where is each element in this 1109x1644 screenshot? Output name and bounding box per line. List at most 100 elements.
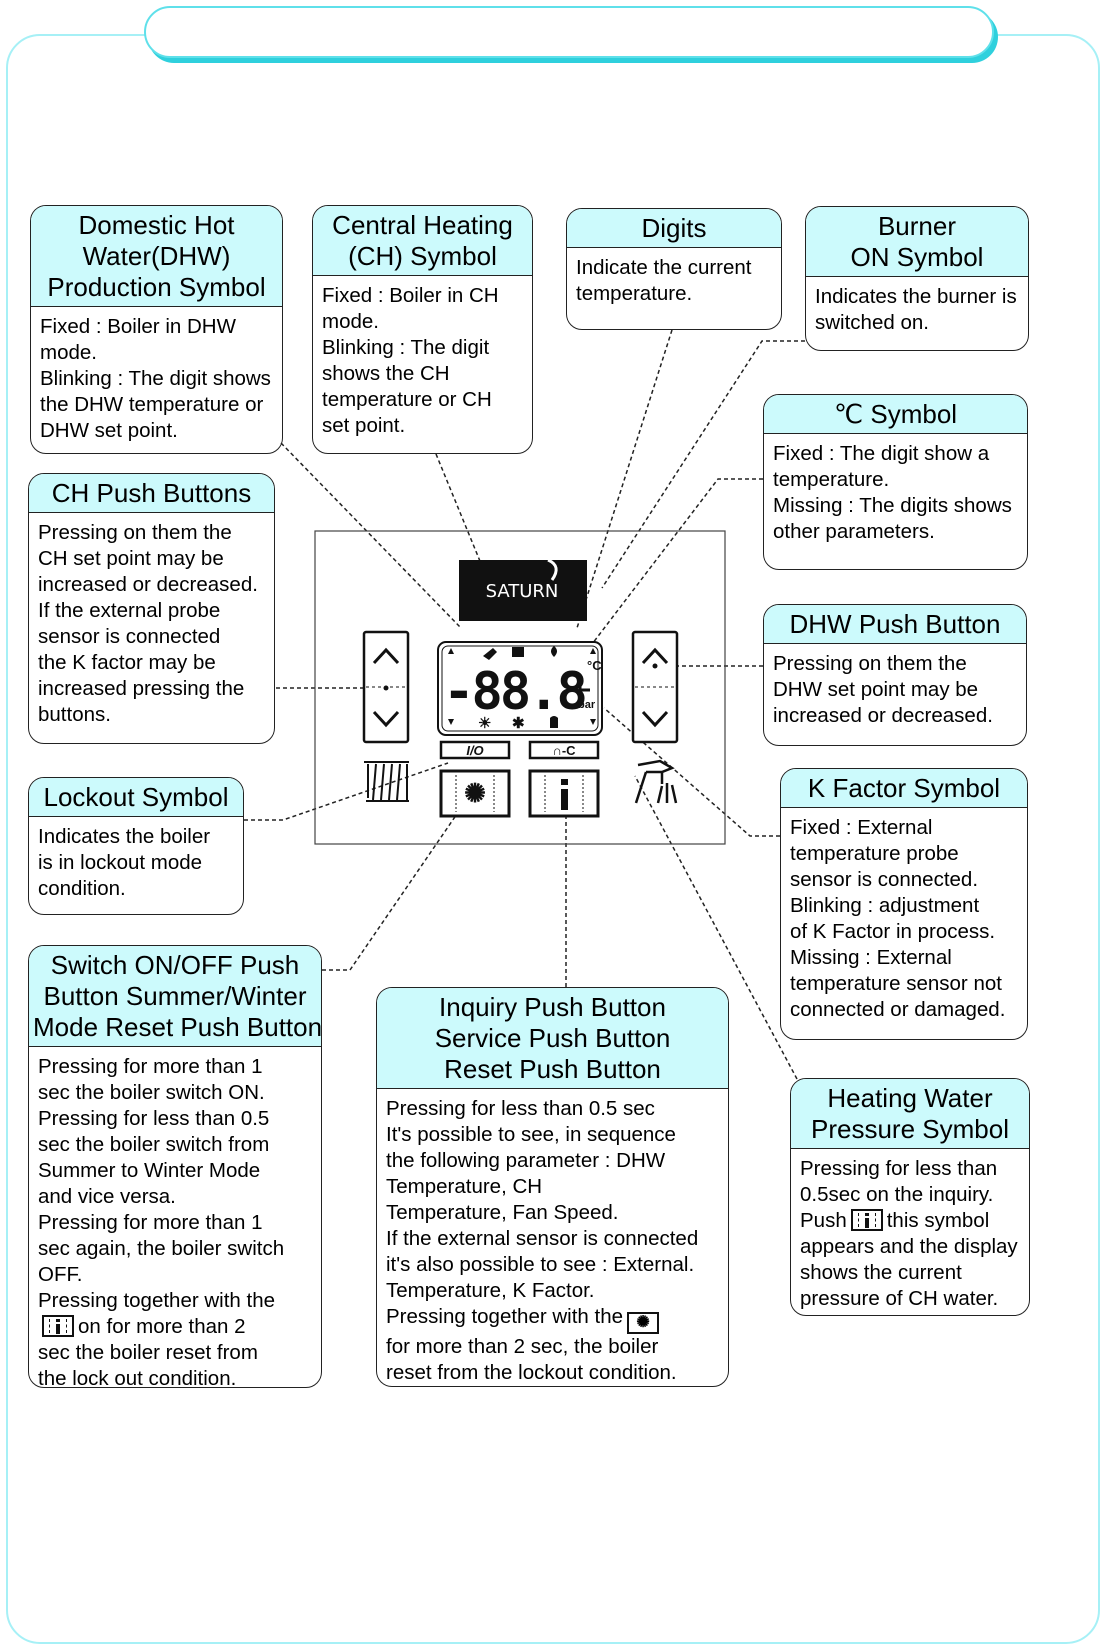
text-line: temperature probe	[790, 842, 959, 865]
text-line: Button Summer/Winter	[43, 981, 307, 1011]
celsius-icon: °C	[587, 658, 602, 673]
text-line: sec again, the boiler switch	[38, 1237, 285, 1260]
dhw-up-button[interactable]	[641, 647, 669, 665]
lcd-display: -88.8 °C bar ☀ ✱	[437, 641, 603, 736]
text-line: sensor is connected	[38, 625, 221, 648]
text-line: reset from the lockout condition.	[386, 1361, 677, 1384]
onoff-button-icon: ✺	[627, 1312, 660, 1334]
celsius-title: ℃ Symbol	[764, 395, 1027, 434]
sun-icon: ✺	[464, 778, 486, 808]
dhw-push-title: DHW Push Button	[764, 605, 1026, 644]
ch-rocker[interactable]	[362, 630, 410, 744]
text-fragment: this symbol	[886, 1209, 990, 1232]
text-line: Reset Push Button	[444, 1054, 661, 1084]
dhw-down-button[interactable]	[641, 710, 669, 728]
text-line: It's possible to see, in sequence	[386, 1123, 676, 1146]
dhw-tap-icon	[483, 648, 497, 660]
text-line: DHW set point may be	[773, 678, 979, 701]
text-line: Domestic Hot	[78, 210, 235, 240]
text-line: the DHW temperature or	[40, 393, 264, 416]
text-line: ON Symbol	[850, 242, 984, 272]
inquiry-button[interactable]	[528, 769, 600, 818]
text-line: DHW Push Button	[789, 609, 1001, 639]
pressure-bar-icon: bar	[578, 699, 596, 711]
text-line: Pressure Symbol	[811, 1114, 1009, 1144]
text-line: is in lockout mode	[38, 851, 203, 874]
summer-icon: ☀	[478, 715, 491, 732]
arrow-right-bottom-icon	[590, 719, 596, 725]
text-line: the following parameter : DHW	[386, 1149, 666, 1172]
text-line: Lockout Symbol	[43, 782, 229, 812]
k-factor-icon	[578, 680, 590, 692]
text-line: CH Push Buttons	[51, 478, 252, 508]
ch-push-title: CH Push Buttons	[29, 474, 274, 513]
svg-text:SATURN: SATURN	[486, 581, 559, 602]
text-fragment: Pressing together with the	[386, 1305, 624, 1328]
saturn-logo: SATURN	[459, 558, 587, 621]
info-icon	[561, 779, 568, 785]
text-line: Indicate the current	[576, 256, 752, 279]
dhw-rocker[interactable]	[631, 630, 679, 744]
lockout-description: Indicates the boiler is in lockout mode co…	[29, 817, 243, 910]
text-line: increased pressing the	[38, 677, 245, 700]
onoff-label: I/O	[439, 740, 511, 760]
ch-up-button[interactable]	[372, 647, 400, 665]
control-panel-outline	[314, 530, 726, 845]
inquiry-button-icon	[850, 1209, 883, 1231]
text-line: Indicates the boiler	[38, 825, 211, 848]
text-line: Burner	[877, 211, 957, 241]
text-line: other parameters.	[773, 520, 935, 543]
text-line: increased or decreased.	[38, 573, 258, 596]
winter-icon: ✱	[512, 715, 525, 732]
text-line: Pressing for less than 0.5 sec	[386, 1097, 655, 1120]
digits-title: Digits	[567, 209, 781, 248]
dhw-tap-panel-icon	[634, 759, 678, 804]
burner-flame-icon	[551, 646, 557, 657]
text-line: buttons.	[38, 703, 111, 726]
text-line: set point.	[322, 414, 406, 437]
text-line: Digits	[641, 213, 707, 243]
text-line: Missing : The digits shows	[773, 494, 1012, 517]
text-line: sec the boiler reset from	[38, 1341, 258, 1364]
lockout-icon	[550, 716, 558, 728]
text-line: shows the CH	[322, 362, 450, 385]
text-line: and vice versa.	[38, 1185, 176, 1208]
title-banner	[144, 6, 994, 58]
onoff-button[interactable]: ✺	[439, 769, 511, 818]
text-line: Heating Water	[827, 1083, 993, 1113]
svg-text:∩-C: ∩-C	[552, 743, 576, 758]
text-line: condition.	[38, 877, 126, 900]
text-fragment: Push	[800, 1209, 847, 1232]
text-line: connected or damaged.	[790, 998, 1006, 1021]
text-line: Pressing for less than	[800, 1157, 998, 1180]
text-line: 0.5sec on the inquiry.	[800, 1183, 994, 1206]
text-line: it's also possible to see : External.	[386, 1253, 695, 1276]
text-line: Pressing on them the	[773, 652, 967, 675]
text-line: Fixed : External	[790, 816, 933, 839]
text-line: Mode Reset Push Button	[33, 1012, 322, 1042]
text-line: Blinking : The digit	[322, 336, 490, 359]
arrow-left-bottom-icon	[448, 719, 454, 725]
text-line: Missing : External	[790, 946, 952, 969]
text-line: ℃ Symbol	[833, 399, 958, 429]
text-line: pressure of CH water.	[800, 1287, 999, 1310]
text-line: Indicates the burner is	[815, 285, 1017, 308]
text-line: for more than 2 sec, the boiler	[386, 1335, 659, 1358]
text-line: Pressing for less than 0.5	[38, 1107, 270, 1130]
ch-down-button[interactable]	[372, 710, 400, 728]
text-line: sec the boiler switch from	[38, 1133, 270, 1156]
